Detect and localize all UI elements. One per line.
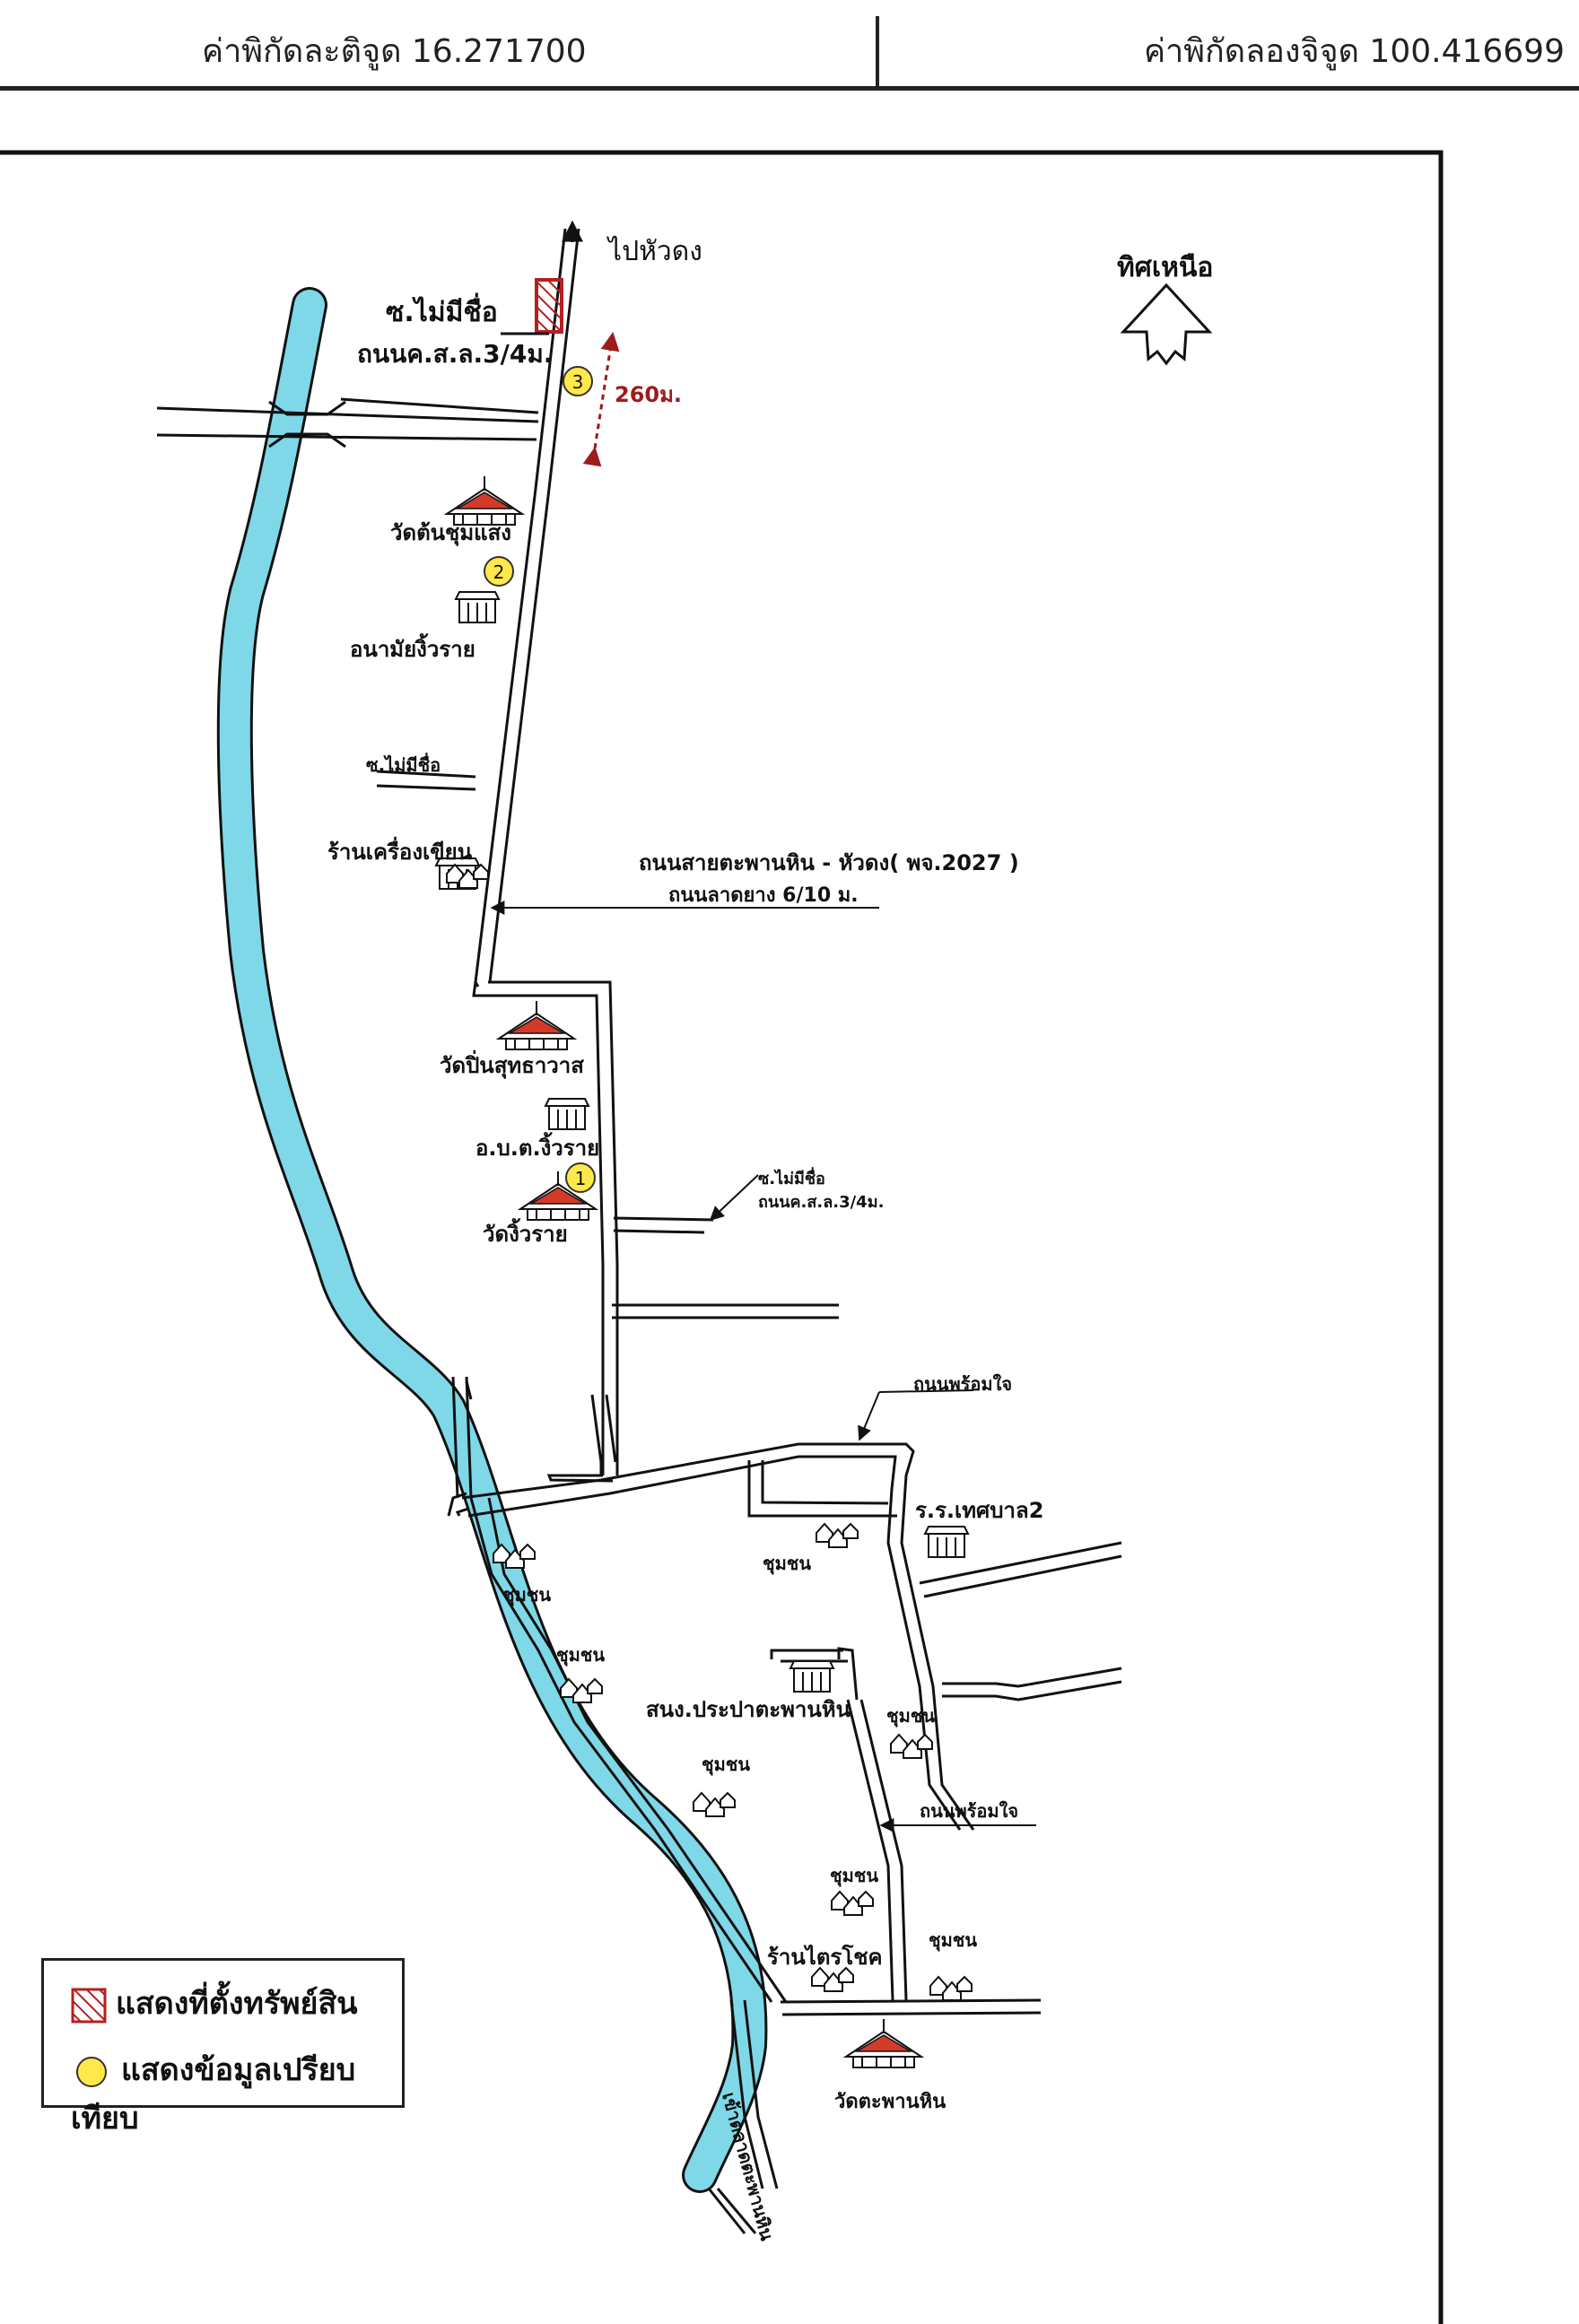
main-road	[472, 228, 619, 1483]
promjai-1-label: ถนนพร้อมใจ	[913, 1373, 1012, 1395]
location-map: 3 2 1 ทิศเหนือ ไปหัวดง ซ.ไม่มีชื่อ ถนนค.…	[0, 150, 1444, 2324]
to-huadong-label: ไปหัวดง	[606, 235, 702, 267]
community-label-3: ชุมชน	[556, 1644, 605, 1667]
community-icon-8	[929, 1976, 973, 2001]
distance-arrow	[582, 331, 620, 467]
map-legend: แสดงที่ตั้งทรัพย์สิน แสดงข้อมูลเปรียบเที…	[41, 1958, 405, 2137]
north-label: ทิศเหนือ	[1117, 252, 1213, 283]
wat-ton-chumsaeng-icon	[446, 475, 523, 526]
comparison-marker-1: 1	[565, 1162, 596, 1193]
promjai-1-pointer	[878, 1389, 974, 1393]
water-office-icon	[790, 1660, 834, 1693]
community-icon-2	[816, 1523, 859, 1548]
school-label: ร.ร.เทศบาล2	[915, 1498, 1043, 1523]
property-marker	[535, 278, 563, 334]
promjai-1-pointer-drop	[858, 1391, 880, 1441]
comparison-dot-icon	[76, 2056, 107, 2087]
latitude-label: ค่าพิกัดละติจูด 16.271700	[202, 33, 587, 70]
wat-ton-chumsaeng-label: วัดต้นชุมแสง	[390, 520, 511, 547]
shop-writing-label: ร้านเครื่องเขียน	[327, 836, 473, 865]
main-road-surface-label: ถนนลาดยาง 6/10 ม.	[668, 884, 859, 907]
svg-text:3: 3	[572, 371, 584, 393]
road-width-top-label: ถนนค.ส.ล.3/4ม.	[357, 339, 553, 369]
wat-taphanhin-icon	[845, 2018, 922, 2068]
legend-property: แสดงที่ตั้งทรัพย์สิน	[71, 1979, 357, 2027]
property-hatch-icon	[71, 1988, 107, 2023]
anamai-icon	[455, 591, 500, 623]
community-label-7: ชุมชน	[929, 1929, 977, 1952]
header-underline	[0, 86, 1579, 91]
river-water	[219, 290, 765, 2190]
svg-text:2: 2	[493, 561, 505, 583]
side-roads	[156, 397, 839, 1400]
road-width-low-label: ถนนค.ส.ล.3/4ม.	[758, 1193, 884, 1212]
header-divider	[876, 16, 879, 88]
comparison-marker-2: 2	[484, 556, 514, 587]
wat-ngiwrai-label: วัดงิ้วราย	[483, 1217, 568, 1247]
legend-comparison-label: แสดงข้อมูลเปรียบเทียบ	[71, 2052, 356, 2137]
community-label-6: ชุมชน	[830, 1865, 878, 1887]
community-icon-7	[811, 1967, 854, 1992]
promjai-2-label: ถนนพร้อมใจ	[920, 1800, 1018, 1822]
obt-label: อ.บ.ต.งิ้วราย	[475, 1131, 599, 1161]
school-icon	[924, 1526, 969, 1558]
main-road-label: ถนนสายตะพานหิน - หัวดง( พจ.2027 )	[639, 850, 1019, 875]
bridge	[268, 400, 346, 448]
map-frame	[0, 150, 1444, 2324]
distance-label: 260ม.	[615, 382, 682, 407]
community-icon-6	[831, 1891, 874, 1916]
legend-comparison: แสดงข้อมูลเปรียบเทียบ	[71, 2045, 402, 2142]
soi-low-pointer	[709, 1174, 759, 1222]
soi-low-label: ซ.ไม่มีชื่อ	[758, 1167, 825, 1188]
community-label-2: ชุมชน	[763, 1553, 811, 1575]
longitude-label: ค่าพิกัดลองจิจูด 100.416699	[1143, 33, 1565, 70]
community-label-1: ชุมชน	[502, 1584, 551, 1606]
obt-icon	[545, 1098, 589, 1130]
header-bar: ค่าพิกัดละติจูด 16.271700 ค่าพิกัดลองจิจ…	[0, 0, 1579, 91]
anamai-label: อนามัยงิ้วราย	[350, 632, 475, 662]
soi-top-label: ซ.ไม่มีชื่อ	[386, 292, 498, 328]
svg-text:1: 1	[575, 1168, 587, 1189]
wat-pin-icon	[498, 1000, 575, 1050]
legend-property-label: แสดงที่ตั้งทรัพย์สิน	[116, 1986, 358, 2022]
shop-traichok-label: ร้านไตรโชค	[767, 1944, 883, 1970]
wat-pin-label: วัดปิ่นสุทธาวาส	[440, 1049, 584, 1080]
south-road	[447, 1394, 617, 1517]
community-icon-4	[693, 1792, 736, 1817]
wat-taphanhin-label: วัดตะพานหิน	[834, 2091, 946, 2113]
community-label-5: ชุมชน	[702, 1754, 750, 1776]
soi-mid-label: ซ.ไม่มีชื่อ	[366, 752, 441, 776]
comparison-marker-3: 3	[563, 366, 593, 396]
water-office-label: สนง.ประปาตะพานหิน	[646, 1697, 851, 1722]
north-arrow-icon	[1120, 283, 1213, 366]
community-label-4: ชุมชน	[886, 1705, 935, 1728]
